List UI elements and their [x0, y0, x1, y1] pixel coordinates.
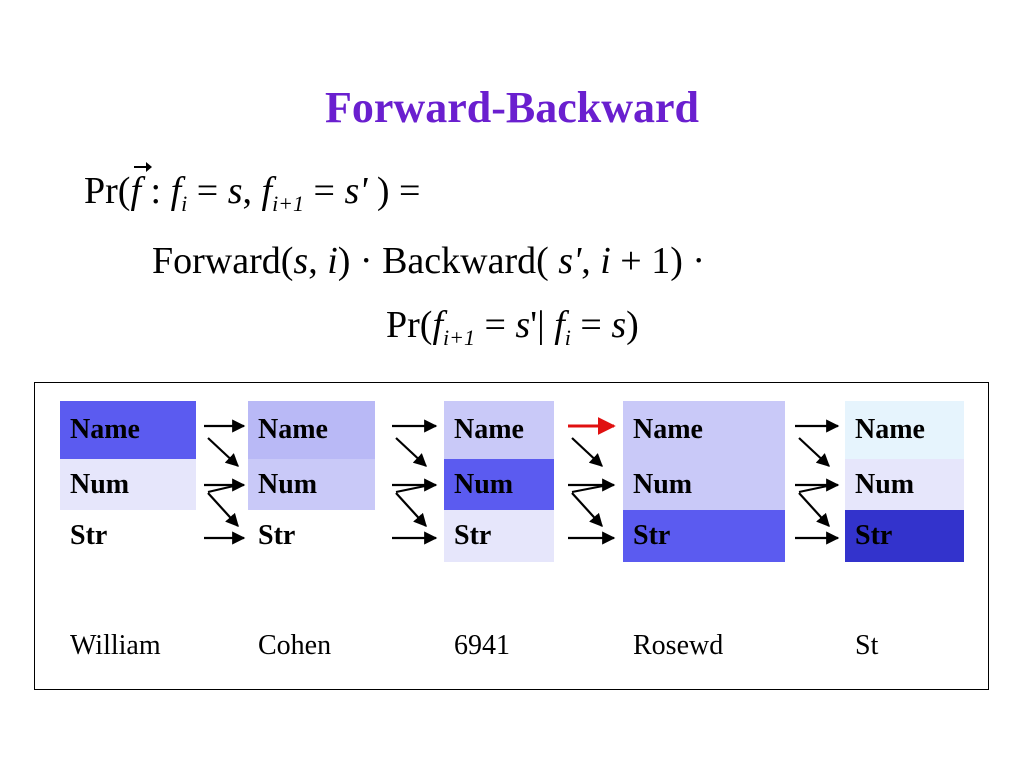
- eq-comma-2: ,: [581, 240, 601, 282]
- eq-s-prime: s': [344, 170, 368, 212]
- state-name-1: Name: [60, 401, 196, 459]
- eq-pr: Pr(: [386, 304, 433, 346]
- eq-fi1: f: [261, 170, 273, 212]
- eq-s-prime: s': [558, 240, 582, 282]
- state-name-3: Name: [444, 401, 554, 459]
- arrow-diag-num-str-4: [798, 492, 830, 527]
- arrow-diag-name-num-4: [798, 437, 830, 467]
- eq-fi: f: [554, 304, 565, 346]
- arrow-diag-name-num-1: [207, 437, 239, 467]
- arrow-back-stroke-1: [207, 484, 239, 493]
- state-name-4: Name: [623, 401, 785, 459]
- token-5: St: [855, 630, 879, 661]
- eq-close: ): [626, 304, 639, 346]
- eq-equals: =: [474, 304, 516, 346]
- equation-line-2: Forward(s, i) · Backward( s', i + 1) ·: [152, 242, 705, 280]
- state-name-2: Name: [248, 401, 375, 459]
- eq-sub-i: i: [564, 325, 571, 350]
- eq-s: s: [293, 240, 309, 282]
- eq-s: s: [611, 304, 627, 346]
- state-str-3: Str: [444, 510, 554, 562]
- eq-f: f: [432, 304, 444, 346]
- eq-end: + 1) ·: [610, 240, 706, 282]
- state-num-1: Num: [60, 459, 196, 510]
- eq-i: i: [327, 240, 338, 282]
- state-num-2: Num: [248, 459, 375, 510]
- eq-equals-2: =: [570, 304, 612, 346]
- eq-i-2: i: [600, 240, 611, 282]
- arrow-diag-name-num-3: [571, 437, 603, 467]
- eq-f-vector: f: [130, 162, 152, 212]
- equation-line-1: Pr(f : fi = s, fi+1 = s' ) =: [84, 162, 421, 215]
- eq-sub-i1: i+1: [272, 191, 305, 216]
- eq-backward: ) · Backward(: [337, 240, 559, 282]
- slide-title: Forward-Backward: [325, 83, 699, 132]
- state-str-4: Str: [623, 510, 785, 562]
- eq-close: ) =: [367, 170, 421, 212]
- eq-forward: Forward(: [152, 240, 294, 282]
- eq-s: s: [227, 170, 243, 212]
- eq-colon: :: [141, 170, 171, 212]
- state-str-5: Str: [845, 510, 964, 562]
- eq-sub-i1: i+1: [443, 325, 475, 350]
- eq-equals: =: [187, 170, 228, 212]
- lattice-frame: [34, 382, 989, 690]
- eq-fi: f: [170, 170, 182, 212]
- eq-pr: Pr(: [84, 170, 131, 212]
- arrow-back-stroke-2: [395, 484, 431, 493]
- eq-s: s: [515, 304, 531, 346]
- arrow-diag-num-str-3: [571, 492, 603, 527]
- arrow-diag-num-str-2: [395, 492, 427, 527]
- arrow-back-stroke-4: [798, 484, 833, 493]
- arrow-diag-num-str-1: [207, 492, 239, 527]
- token-4: Rosewd: [633, 630, 724, 661]
- arrow-back-stroke-3: [571, 484, 609, 493]
- state-name-5: Name: [845, 401, 964, 459]
- equation-line-3: Pr(fi+1 = s'| fi = s): [386, 304, 639, 349]
- token-3: 6941: [454, 630, 510, 661]
- token-1: William: [70, 630, 161, 661]
- eq-sub-i: i: [181, 191, 188, 216]
- state-num-5: Num: [845, 459, 964, 510]
- state-str-1: Str: [60, 510, 196, 562]
- eq-equals-2: =: [304, 170, 345, 212]
- eq-given: '|: [530, 304, 555, 346]
- eq-comma: ,: [308, 240, 328, 282]
- state-str-2: Str: [248, 510, 375, 562]
- state-num-3: Num: [444, 459, 554, 510]
- arrow-diag-name-num-2: [395, 437, 427, 467]
- eq-comma: ,: [242, 170, 262, 212]
- state-num-4: Num: [623, 459, 785, 510]
- token-2: Cohen: [258, 630, 332, 661]
